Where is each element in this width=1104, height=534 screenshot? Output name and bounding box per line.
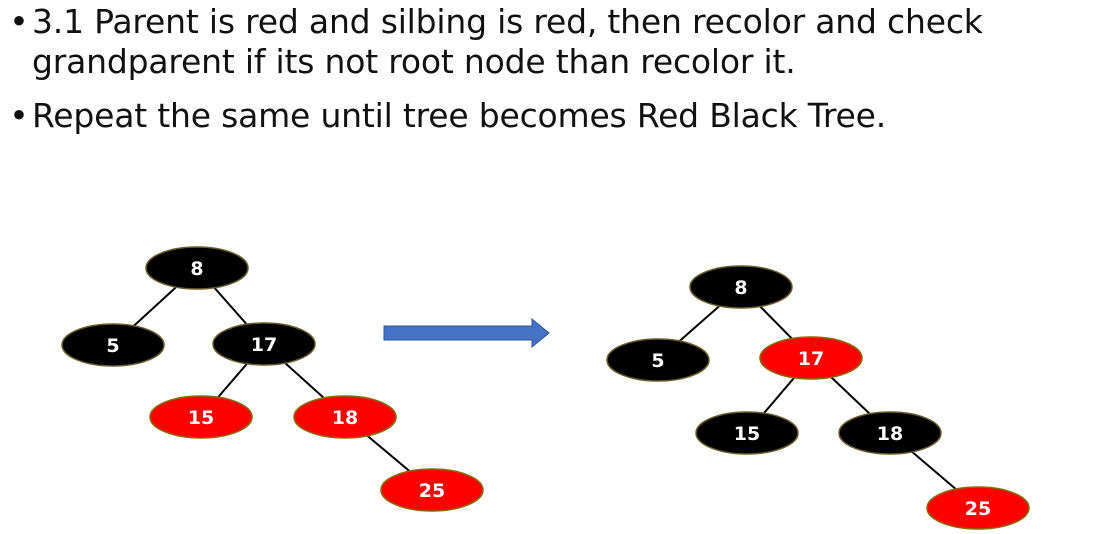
node-ellipse — [61, 323, 165, 367]
tree-node-5: 5 — [606, 338, 710, 382]
tree-node-25: 25 — [380, 468, 484, 512]
node-ellipse — [606, 338, 710, 382]
node-ellipse — [838, 411, 942, 455]
node-ellipse — [926, 486, 1030, 530]
bullet-dot: • — [9, 2, 29, 41]
node-label: 17 — [251, 334, 277, 356]
tree-node-17: 17 — [759, 336, 863, 380]
node-ellipse — [689, 265, 793, 309]
tree-node-18: 18 — [838, 411, 942, 455]
node-ellipse — [695, 411, 799, 455]
tree-node-8: 8 — [145, 246, 249, 290]
tree-node-25: 25 — [926, 486, 1030, 530]
tree-node-5: 5 — [61, 323, 165, 367]
node-ellipse — [212, 322, 316, 366]
tree-node-18: 18 — [293, 395, 397, 439]
node-label: 17 — [798, 348, 824, 370]
node-label: 25 — [965, 498, 991, 520]
node-label: 5 — [651, 350, 664, 372]
node-ellipse — [149, 395, 253, 439]
tree-node-15: 15 — [149, 395, 253, 439]
node-label: 8 — [734, 277, 747, 299]
node-label: 25 — [419, 480, 445, 502]
node-ellipse — [145, 246, 249, 290]
node-ellipse — [293, 395, 397, 439]
node-label: 15 — [734, 423, 760, 445]
bullet-text: Repeat the same until tree becomes Red B… — [32, 96, 887, 135]
bullet-list: • 3.1 Parent is red and silbing is red, … — [6, 2, 1102, 136]
node-label: 5 — [106, 335, 119, 357]
bullet-item: • Repeat the same until tree becomes Red… — [6, 96, 1102, 136]
right-arrow-icon — [383, 317, 550, 349]
bullet-item: • 3.1 Parent is red and silbing is red, … — [6, 2, 1102, 82]
node-ellipse — [380, 468, 484, 512]
tree-node-8: 8 — [689, 265, 793, 309]
bullet-dot: • — [9, 96, 29, 135]
node-label: 15 — [188, 407, 214, 429]
bullet-text: 3.1 Parent is red and silbing is red, th… — [32, 2, 983, 81]
tree-node-17: 17 — [212, 322, 316, 366]
node-label: 18 — [877, 423, 903, 445]
node-label: 18 — [332, 407, 358, 429]
node-ellipse — [759, 336, 863, 380]
tree-node-15: 15 — [695, 411, 799, 455]
node-label: 8 — [190, 258, 203, 280]
